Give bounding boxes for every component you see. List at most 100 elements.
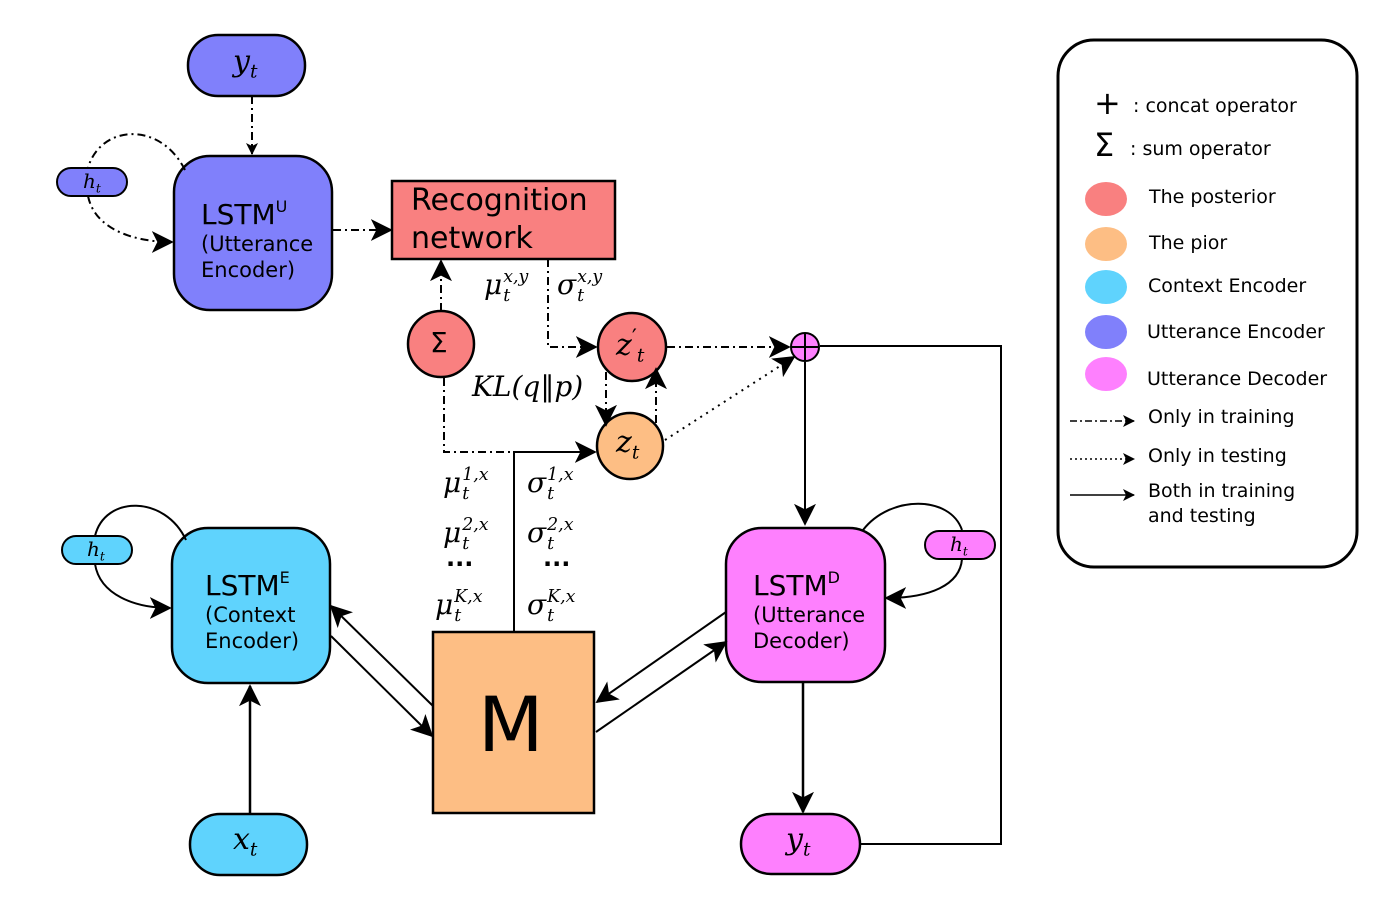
mu-2-sup: 2,x [462,515,489,536]
h-enc-e-base: h [87,537,100,561]
sigma-2-base: σ [527,516,547,549]
mu-k-sup: K,x [454,587,483,608]
edge-recognition-zprime [547,259,598,358]
z-prime-mark: ′ [631,326,637,351]
memory-label: M [478,680,544,769]
legend-swatch-context [1085,270,1127,304]
recognition-network-label: Recognition network [411,182,588,258]
sum-node-label: Σ [430,326,448,359]
legend-concat-symbol: + [1094,84,1121,122]
x-bottom-base: x [233,822,250,857]
mu-k-base: μ [435,588,454,621]
z-prime-label: z′t [616,326,644,367]
edge-memory-lstmd [595,640,728,733]
legend-testing-label: Only in testing [1148,445,1287,467]
lstm-e-title-text: LSTM [205,569,280,602]
kl-label: KL(q‖p) [472,370,584,403]
h-dec-pill-shape [924,530,996,560]
h-enc-u-base: h [83,169,96,193]
lstm-d-title-text: LSTM [753,569,828,602]
legend-swatch-utterance-encoder [1085,315,1127,349]
lstm-u-label: LSTMU (Utterance Encoder) [201,197,313,283]
x-bottom-label: xt [233,822,257,861]
edge-memory-z [513,441,597,632]
legend-both-line1: Both in training [1148,480,1296,502]
mu-2-sub: t [462,533,470,554]
lstm-e-title: LSTME [205,568,299,602]
sigma-1-base: σ [527,466,547,499]
y-top-label: yt [233,44,257,83]
x-bottom-sub: t [249,839,258,861]
x-bottom-node-shape [188,812,309,877]
legend-both-line2: and testing [1148,505,1256,527]
edge-lstmu-loop [87,133,185,242]
edge-sum-z [443,378,515,453]
edge-lstme-loop [94,504,186,608]
lstm-d-line1: (Utterance [753,603,866,627]
mu-2-base: μ [443,516,462,549]
recognition-network-shape [390,179,617,261]
mu-1-sup: 1,x [462,465,489,486]
mu-dots: ··· [446,550,474,578]
edge-lstme-memory [330,635,434,738]
lstm-u-title-text: LSTM [201,198,276,231]
edge-memory-lstme [329,604,434,707]
recognition-line2: network [411,221,533,256]
mu-1-base: μ [443,466,462,499]
lstm-d-label: LSTMD (Utterance Decoder) [753,568,865,654]
legend-sum-symbol: Σ [1094,126,1115,164]
legend-swatch-utterance-decoder [1085,357,1127,391]
legend-swatch-prior [1085,227,1127,261]
z-prime-sub: t [636,345,645,367]
y-top-sub: t [249,61,258,83]
mu-k-sub: t [454,605,462,626]
h-enc-u-pill-shape [56,167,128,197]
h-enc-u-sub: t [95,180,101,196]
z-base: z [616,425,632,460]
z-prime-node-shape [596,311,668,383]
z-prime-base: z [616,328,632,363]
sigma-k-sup: K,x [547,587,576,608]
h-enc-u-label: ht [83,169,101,195]
recognition-line1: Recognition [411,183,588,218]
sigma-xy-sub: t [577,285,585,306]
lstm-u-line1: (Utterance [201,232,314,256]
mu-1-sub: t [462,483,470,504]
lstm-e-line2: Encoder) [205,629,300,653]
h-enc-e-pill-shape [61,535,133,565]
h-dec-label: ht [950,532,968,558]
sigma-2-sup: 2,x [547,515,574,536]
y-bottom-base: y [786,822,803,857]
legend-posterior-label: The posterior [1149,186,1276,208]
sigma-2-sub: t [547,533,555,554]
z-node-shape [595,411,665,481]
lstm-u-title-sup: U [275,197,288,216]
legend-concat-label: : concat operator [1133,95,1297,117]
mu-xy-base: μ [484,268,503,301]
h-enc-e-sub: t [99,548,105,564]
legend-both-label: Both in training and testing [1148,479,1295,529]
memory-block-shape [431,630,596,815]
legend-swatch-posterior [1085,182,1127,216]
sigma-1-sup: 1,x [547,465,574,486]
sigma-k-sub: t [547,605,555,626]
sigma-xy-base: σ [557,268,577,301]
lstm-d-title: LSTMD [753,568,865,602]
z-label: zt [616,425,639,464]
sigma-dots: ··· [543,550,571,578]
legend-context-label: Context Encoder [1148,275,1307,297]
